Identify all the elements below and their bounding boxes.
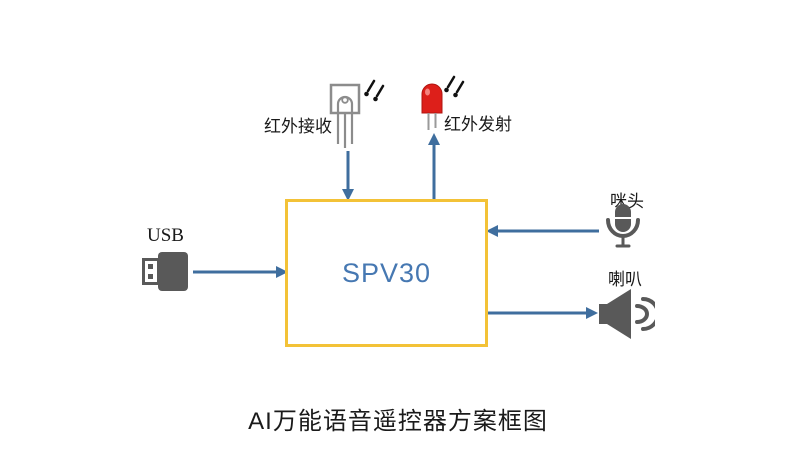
signal-sparks-icon (364, 79, 385, 102)
chip-box: SPV30 (285, 199, 488, 347)
ir-receiver-label: 红外接收 (264, 117, 332, 136)
ir-emitter-label: 红外发射 (444, 115, 512, 134)
microphone-to-chip-arrow (486, 225, 599, 237)
usb-to-chip-arrow (193, 266, 288, 278)
signal-sparks-icon (444, 75, 465, 98)
chip-to-ir-emitter-arrow (428, 133, 440, 199)
usb-plug-icon (142, 252, 188, 291)
diagram-title: AI万能语音遥控器方案框图 (248, 408, 548, 435)
speaker-label: 喇叭 (608, 270, 642, 289)
usb-label: USB (147, 225, 184, 246)
chip-to-speaker-arrow (487, 307, 598, 319)
microphone-icon (606, 204, 640, 248)
speaker-icon (599, 289, 655, 339)
ir-led-icon (421, 83, 443, 130)
chip-label: SPV30 (341, 257, 432, 288)
ir-receiver-icon (329, 83, 361, 148)
ir-receiver-to-chip-arrow (342, 151, 354, 201)
